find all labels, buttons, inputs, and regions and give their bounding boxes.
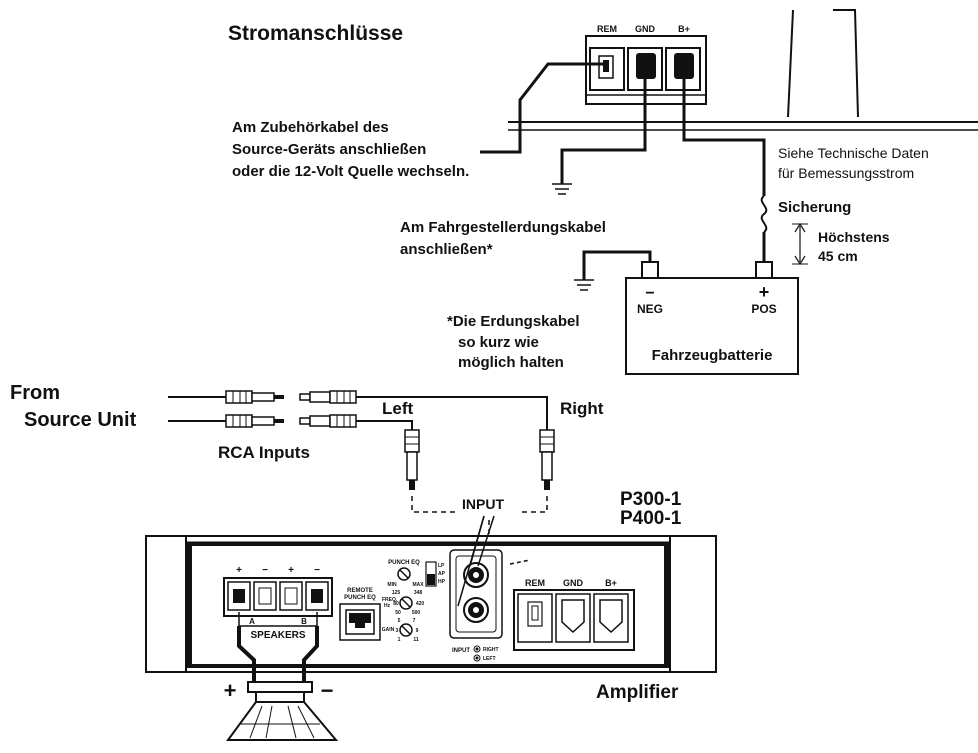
remote-note-line2: Source-Geräts anschließen xyxy=(232,141,426,158)
battery-neg-label: NEG xyxy=(637,302,663,316)
battery xyxy=(625,261,799,375)
ground-note-line1: *Die Erdungskabel xyxy=(447,313,580,330)
amp-power-terminal-block xyxy=(513,589,635,651)
amplifier-name: Amplifier xyxy=(596,682,679,703)
speakers-label: SPEAKERS xyxy=(250,630,305,641)
source-unit-label-line2: Source Unit xyxy=(24,409,137,431)
battery-neg-sign: − xyxy=(645,285,654,302)
rca-left-label: Left xyxy=(382,399,414,418)
ground-note-line3: möglich halten xyxy=(458,354,564,371)
remote-eq-label-2: PUNCH EQ xyxy=(344,595,376,601)
freq-mark-420: 420 xyxy=(416,601,425,607)
ground-symbol-top xyxy=(552,183,572,195)
filter-switch xyxy=(425,561,437,587)
battery-name: Fahrzeugbatterie xyxy=(652,347,773,364)
filter-hp: HP xyxy=(438,579,446,585)
fuse-label: Sicherung xyxy=(778,199,851,216)
chassis-note-line1: Am Fahrgestellerdungskabel xyxy=(400,219,606,236)
remote-eq-jack xyxy=(339,603,381,641)
gain-mark-7: 7 xyxy=(413,618,416,624)
gain-mark-3: 3 xyxy=(396,628,399,634)
freq-label-2: Hz xyxy=(384,603,391,609)
gain-mark-5: 5 xyxy=(398,618,401,624)
fuse-symbol xyxy=(760,195,768,233)
rca-input-panel xyxy=(449,549,503,639)
speaker-sign-4: − xyxy=(314,565,320,576)
gain-mark-1: 1 xyxy=(398,637,401,643)
punch-eq-max: MAX xyxy=(412,582,424,588)
ground-note-line2: so kurz wie xyxy=(458,334,539,351)
speaker-icon xyxy=(226,681,339,741)
freq-mark-50: 50 xyxy=(395,610,401,616)
speaker-channel-a: A xyxy=(249,617,255,626)
freq-mark-125: 125 xyxy=(392,590,401,596)
speaker-terminal-block xyxy=(223,577,333,627)
gain-knob xyxy=(399,623,413,637)
chassis-note-line2: anschließen* xyxy=(400,241,493,258)
amp-terminal-rem-label: REM xyxy=(525,578,545,588)
filter-lp: LP xyxy=(438,563,445,569)
rca-cables xyxy=(168,390,555,560)
remote-wire xyxy=(480,62,606,154)
top-terminal-gnd-label: GND xyxy=(635,24,656,34)
input-legend-left: LEFT xyxy=(483,656,496,662)
input-legend-right: RIGHT xyxy=(483,647,499,653)
freq-mark-348: 348 xyxy=(414,590,423,596)
max-distance-marker xyxy=(792,222,808,266)
amp-terminal-gnd-label: GND xyxy=(563,578,584,588)
rca-right-label: Right xyxy=(560,399,604,418)
gain-mark-9: 9 xyxy=(416,628,419,634)
speaker-channel-b: B xyxy=(301,617,307,626)
source-unit-label-line1: From xyxy=(10,382,60,404)
max-distance-line1: Höchstens xyxy=(818,229,890,245)
fuse-note-line1: Siehe Technische Daten xyxy=(778,145,929,161)
ground-symbol-chassis xyxy=(574,279,594,291)
remote-note-line1: Am Zubehörkabel des xyxy=(232,119,389,136)
gain-label: GAIN xyxy=(382,627,395,633)
remote-eq-label-1: REMOTE xyxy=(347,588,373,594)
speaker-plus-sign: + xyxy=(224,678,237,703)
model-label-1: P300-1 xyxy=(620,489,682,510)
vehicle-panel xyxy=(508,9,978,131)
top-terminal-rem-label: REM xyxy=(597,24,617,34)
battery-pos-sign: + xyxy=(759,282,770,302)
gain-mark-11: 11 xyxy=(413,637,419,643)
max-distance-line2: 45 cm xyxy=(818,248,858,264)
freq-knob xyxy=(399,596,413,610)
fuse-note-line2: für Bemessungsstrom xyxy=(778,165,914,181)
gnd-wire xyxy=(560,66,647,184)
speaker-sign-2: − xyxy=(262,565,268,576)
punch-eq-label: PUNCH EQ xyxy=(388,560,420,566)
freq-mark-500: 500 xyxy=(412,610,421,616)
remote-note-line3: oder die 12-Volt Quelle wechseln. xyxy=(232,163,469,180)
rca-inputs-label: RCA Inputs xyxy=(218,443,310,462)
freq-label-1: FREQ. xyxy=(382,597,398,603)
amp-terminal-bplus-label: B+ xyxy=(605,578,617,588)
input-legend-dots xyxy=(473,645,481,662)
speaker-sign-1: + xyxy=(236,565,242,576)
filter-ap: AP xyxy=(438,571,446,577)
power-title: Stromanschlüsse xyxy=(228,22,403,45)
input-callout-lines xyxy=(457,515,531,607)
top-terminal-bplus-label: B+ xyxy=(678,24,690,34)
speaker-wires xyxy=(237,626,319,682)
model-label-2: P400-1 xyxy=(620,508,682,529)
input-callout-label: INPUT xyxy=(462,496,504,512)
punch-eq-knob xyxy=(397,567,411,581)
speaker-sign-3: + xyxy=(288,565,294,576)
speaker-minus-sign: − xyxy=(321,678,334,703)
chassis-ground-wire xyxy=(582,250,652,280)
input-panel-label: INPUT xyxy=(452,648,470,654)
freq-mark-80: 80 xyxy=(393,601,399,607)
punch-eq-min: MIN xyxy=(387,582,397,588)
battery-pos-label: POS xyxy=(751,302,776,316)
bplus-wire xyxy=(682,66,766,196)
